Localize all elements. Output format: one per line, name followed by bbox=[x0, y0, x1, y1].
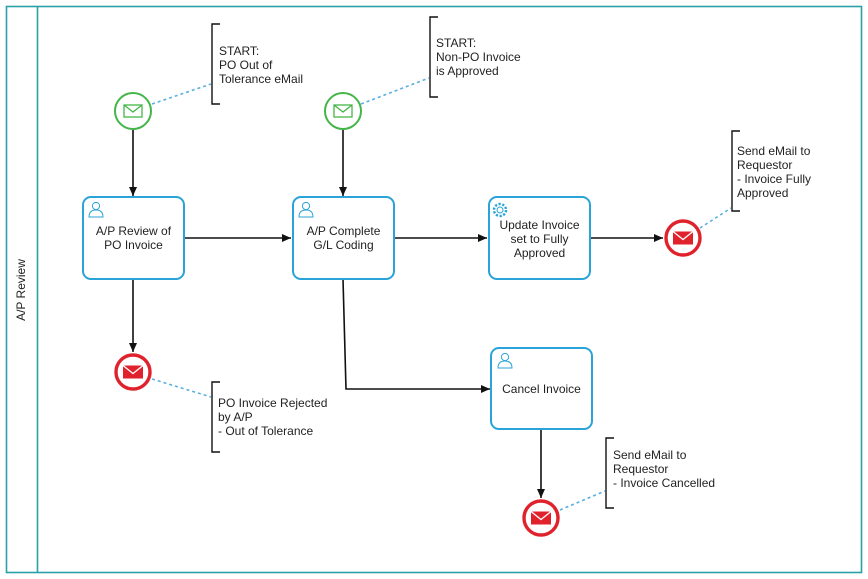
envelope-icon bbox=[333, 104, 353, 118]
annotation-bracket-a3 bbox=[731, 130, 740, 212]
pool-border bbox=[5, 5, 863, 574]
association-a3 bbox=[699, 207, 732, 229]
task-label-update: Update Invoice set to Fully Approved bbox=[499, 218, 580, 260]
annotation-bracket-a1 bbox=[211, 23, 220, 105]
start-event-po-out-of-tolerance[interactable] bbox=[114, 92, 152, 130]
annotation-text-a3: Send eMail to Requestor - Invoice Fully … bbox=[737, 144, 812, 200]
end-event-invoice-cancelled[interactable] bbox=[522, 499, 560, 537]
envelope-icon bbox=[123, 104, 143, 118]
envelope-icon bbox=[122, 364, 144, 380]
end-event-invoice-approved[interactable] bbox=[664, 219, 702, 257]
task-cancel-invoice[interactable] bbox=[490, 347, 593, 430]
annotation-bracket-a4 bbox=[211, 381, 220, 453]
association-a5 bbox=[559, 490, 606, 511]
annotation-text-a2: START: Non-PO Invoice is Approved bbox=[436, 36, 521, 78]
flow-coding-cancel bbox=[342, 278, 490, 393]
task-update-invoice[interactable] bbox=[488, 196, 591, 280]
lane-label: A/P Review bbox=[6, 250, 36, 330]
annotation-text-a1: START: PO Out of Tolerance eMail bbox=[219, 44, 304, 86]
association-a1 bbox=[151, 83, 212, 105]
annotation-text-a4: PO Invoice Rejected by A/P - Out of Tole… bbox=[218, 396, 328, 438]
task-label-cancel: Cancel Invoice bbox=[502, 382, 581, 396]
envelope-icon bbox=[672, 230, 694, 246]
task-label-coding: A/P Complete G/L Coding bbox=[306, 224, 381, 252]
lane-label-text: A/P Review bbox=[14, 259, 28, 321]
task-complete-gl-coding[interactable] bbox=[292, 196, 395, 280]
association-a2 bbox=[360, 77, 430, 105]
end-event-invoice-rejected[interactable] bbox=[114, 353, 152, 391]
annotation-bracket-a5 bbox=[605, 437, 614, 509]
envelope-icon bbox=[530, 510, 552, 526]
start-event-non-po-approved[interactable] bbox=[324, 92, 362, 130]
association-a4 bbox=[151, 378, 212, 398]
task-label-review: A/P Review of PO Invoice bbox=[95, 224, 172, 252]
task-review-po-invoice[interactable] bbox=[82, 196, 185, 280]
annotation-text-a5: Send eMail to Requestor - Invoice Cancel… bbox=[613, 448, 716, 490]
annotation-bracket-a2 bbox=[429, 16, 438, 98]
